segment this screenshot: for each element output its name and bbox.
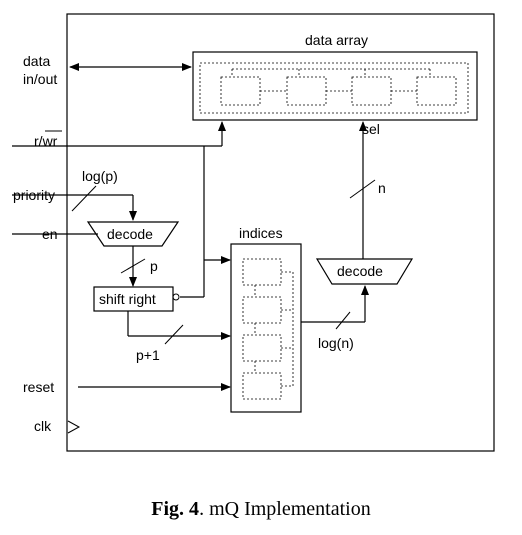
data-inout-label-2: in/out xyxy=(23,71,57,87)
caption-text: mQ Implementation xyxy=(209,498,371,520)
decode-right-block xyxy=(315,258,414,285)
data-cell xyxy=(351,76,392,106)
n-label: n xyxy=(378,180,386,196)
data-cell xyxy=(416,76,457,106)
clk-label: clk xyxy=(34,418,52,434)
reset-label: reset xyxy=(23,379,54,395)
data-cell xyxy=(220,76,261,106)
data-cell xyxy=(286,76,327,106)
log-n-label: log(n) xyxy=(318,335,354,351)
inversion-bubble xyxy=(172,293,180,301)
decode-left-block xyxy=(86,221,180,247)
decode-left-label: decode xyxy=(107,226,153,242)
clock-input-icon xyxy=(67,420,81,434)
shift-right-block xyxy=(93,286,174,312)
r-wr-label: r/wr xyxy=(34,133,58,149)
indices-label: indices xyxy=(239,225,283,241)
log-p-label: log(p) xyxy=(82,168,118,184)
figure-number: Fig. 4 xyxy=(151,498,200,520)
figure-caption: Fig. 4. mQ Implementation xyxy=(0,498,522,521)
caption-separator: . xyxy=(199,498,210,520)
indices-block xyxy=(230,243,302,413)
sel-label: sel xyxy=(362,121,380,137)
p-plus-1-label: p+1 xyxy=(136,347,160,363)
indices-cells xyxy=(242,258,294,400)
shift-right-label: shift right xyxy=(99,291,156,307)
data-array-block: data array xyxy=(192,32,478,121)
p-label: p xyxy=(150,258,158,274)
decode-right-label: decode xyxy=(337,263,383,279)
outer-boundary xyxy=(66,13,495,452)
data-array-label: data array xyxy=(305,32,368,48)
data-inout-label-1: data xyxy=(23,53,50,69)
